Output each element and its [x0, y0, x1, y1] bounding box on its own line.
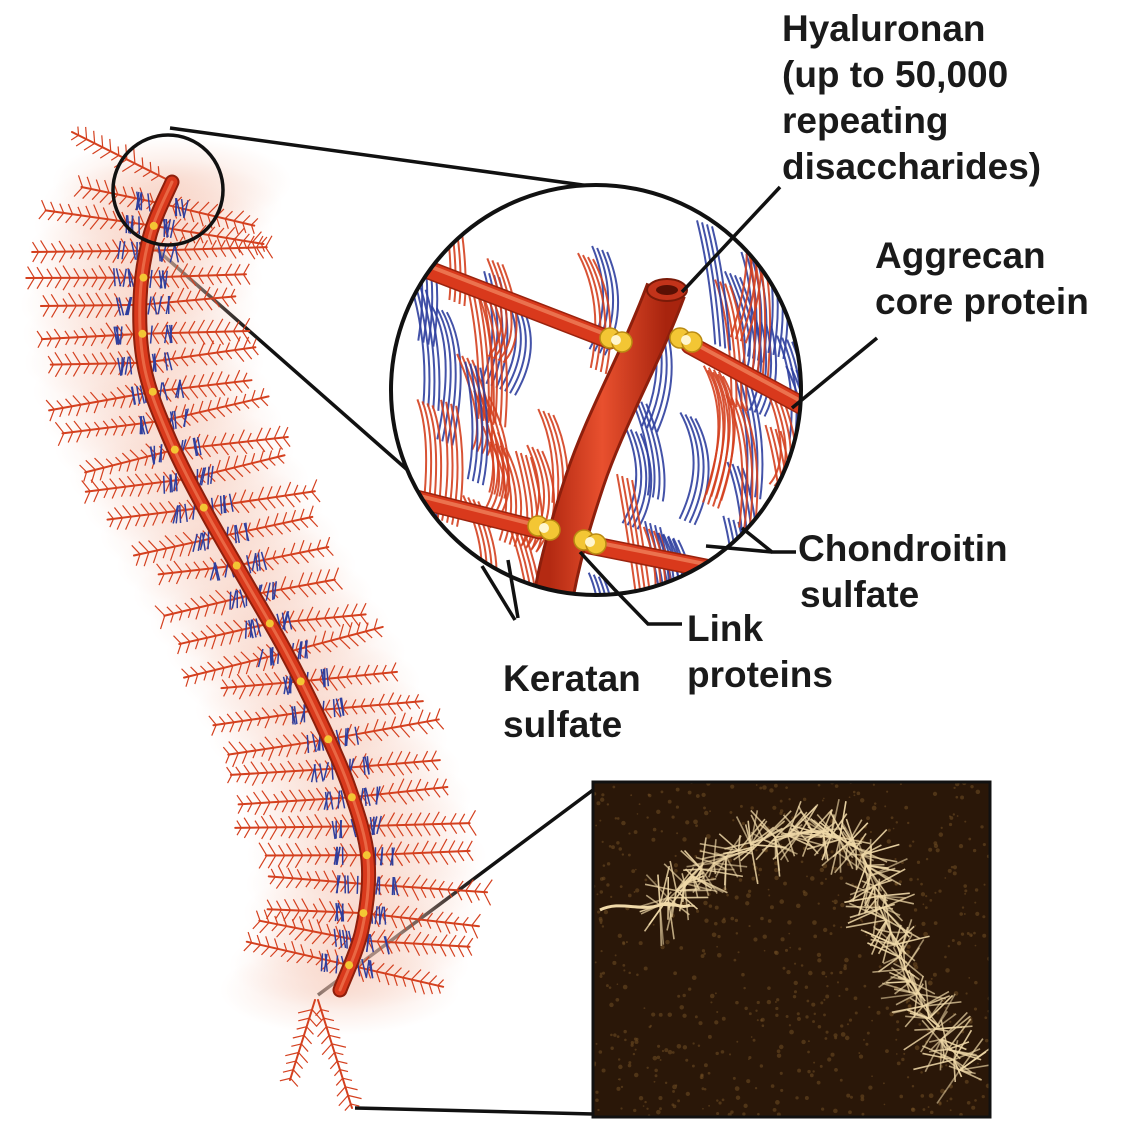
proteoglycan-aggregate	[20, 127, 492, 1111]
label-keratan-sulfate: Keratan sulfate	[503, 656, 641, 748]
label-link-line2: proteins	[687, 652, 833, 698]
label-hyaluronan-line1: Hyaluronan	[782, 6, 1041, 52]
label-hyaluronan-line3: repeating	[782, 98, 1041, 144]
label-aggrecan-line1: Aggrecan	[875, 233, 1089, 279]
label-link-line1: Link	[687, 606, 833, 652]
label-hyaluronan: Hyaluronan (up to 50,000 repeating disac…	[782, 6, 1041, 190]
label-chondroitin-sulfate: Chondroitin sulfate	[798, 526, 1008, 618]
label-aggrecan-core-protein: Aggrecan core protein	[875, 233, 1089, 325]
label-keratan-line2: sulfate	[503, 702, 641, 748]
label-hyaluronan-line4: disaccharides)	[782, 144, 1041, 190]
label-aggrecan-line2: core protein	[875, 279, 1089, 325]
electron-micrograph	[592, 780, 994, 1117]
label-link-proteins: Link proteins	[687, 606, 833, 698]
label-keratan-line1: Keratan	[503, 656, 641, 702]
label-chondroitin-line1: Chondroitin	[798, 526, 1008, 572]
label-hyaluronan-line2: (up to 50,000	[782, 52, 1041, 98]
